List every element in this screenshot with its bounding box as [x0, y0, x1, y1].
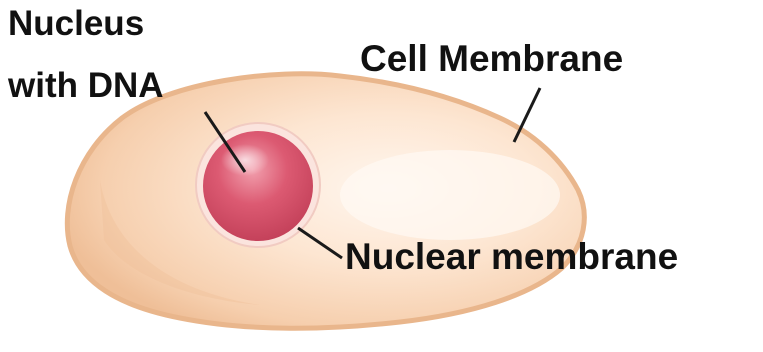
label-nuclear-membrane: Nuclear membrane — [345, 238, 678, 275]
label-nucleus-line1: Nucleus — [8, 6, 144, 41]
cytoplasm-highlight — [340, 150, 560, 240]
label-cell-membrane: Cell Membrane — [360, 40, 623, 77]
label-nucleus-line2: with DNA — [8, 68, 164, 103]
